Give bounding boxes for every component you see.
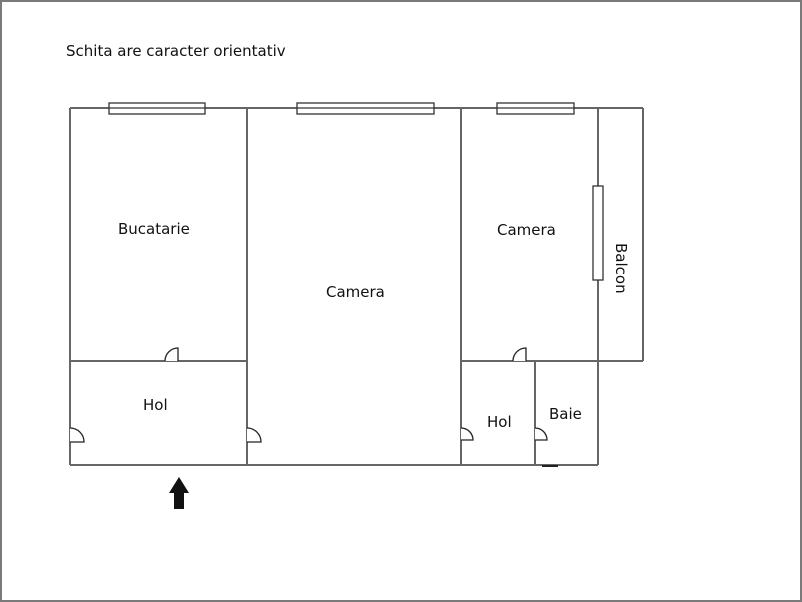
room-label-bucatarie: Bucatarie: [118, 220, 190, 238]
arrow-up-icon: [169, 477, 189, 509]
windows: [108, 102, 604, 281]
room-label-balcon: Balcon: [612, 243, 630, 294]
doors: [69, 347, 558, 467]
room-label-camera-main: Camera: [326, 283, 385, 301]
room-label-hol-right: Hol: [487, 413, 512, 431]
room-label-camera-small: Camera: [497, 221, 556, 239]
disclaimer-title: Schita are caracter orientativ: [66, 42, 286, 60]
room-label-baie: Baie: [549, 405, 582, 423]
room-label-hol-left: Hol: [143, 396, 168, 414]
